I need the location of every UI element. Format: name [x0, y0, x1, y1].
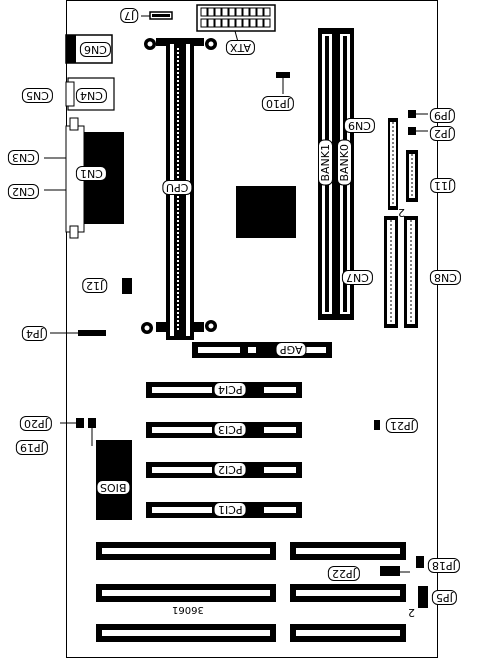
label-pci3: PCI3: [214, 422, 247, 437]
agp-slot: [192, 342, 332, 358]
label-pci4: PCI4: [214, 382, 247, 397]
label-cn4: CN4: [76, 88, 107, 103]
label-cn7: CN7: [342, 270, 373, 285]
chipset: [236, 186, 296, 238]
label-jp22: JP22: [328, 566, 360, 581]
label-bank1: BANK1: [318, 140, 333, 186]
isa-slot-2b: [290, 584, 406, 602]
label-j7: J7: [120, 8, 139, 23]
label-cn3: CN3: [8, 150, 39, 165]
label-jp20: JP20: [20, 416, 52, 431]
label-pci1: PCI1: [214, 502, 247, 517]
label-cn5: CN5: [22, 88, 53, 103]
label-jp5: JP5: [432, 590, 457, 605]
label-jp4: JP4: [22, 326, 47, 341]
label-pci2: PCI2: [214, 462, 247, 477]
label-cn8: CN8: [430, 270, 461, 285]
isa-slot-2a: [96, 584, 276, 602]
label-jp18: JP18: [428, 558, 460, 573]
isa-slot-3a: [96, 624, 276, 642]
label-jp19: JP19: [16, 440, 48, 455]
label-j12: J12: [82, 278, 108, 293]
label-cn9: CN9: [344, 118, 375, 133]
label-cn2: CN2: [8, 184, 39, 199]
label-board-id: 36061: [172, 604, 204, 615]
label-cn1: CN1: [76, 166, 107, 181]
label-pin2-lower: 2: [408, 606, 415, 619]
label-pin2-upper: 2: [398, 206, 405, 219]
isa-slot-1b: [290, 542, 406, 560]
label-jp10: JP10: [262, 96, 294, 111]
label-bank0: BANK0: [337, 140, 352, 186]
label-cn6: CN6: [80, 42, 111, 57]
label-bios: BIOS: [96, 480, 131, 495]
label-cpu: CPU: [162, 180, 193, 195]
label-atx: ATX: [226, 40, 255, 55]
label-jp21: JP21: [386, 418, 418, 433]
label-agp: AGP: [276, 342, 307, 357]
label-jp2: JP2: [430, 126, 455, 141]
label-j11: J11: [430, 178, 456, 193]
isa-slot-3b: [290, 624, 406, 642]
label-jp9: JP9: [430, 108, 455, 123]
isa-slot-1a: [96, 542, 276, 560]
